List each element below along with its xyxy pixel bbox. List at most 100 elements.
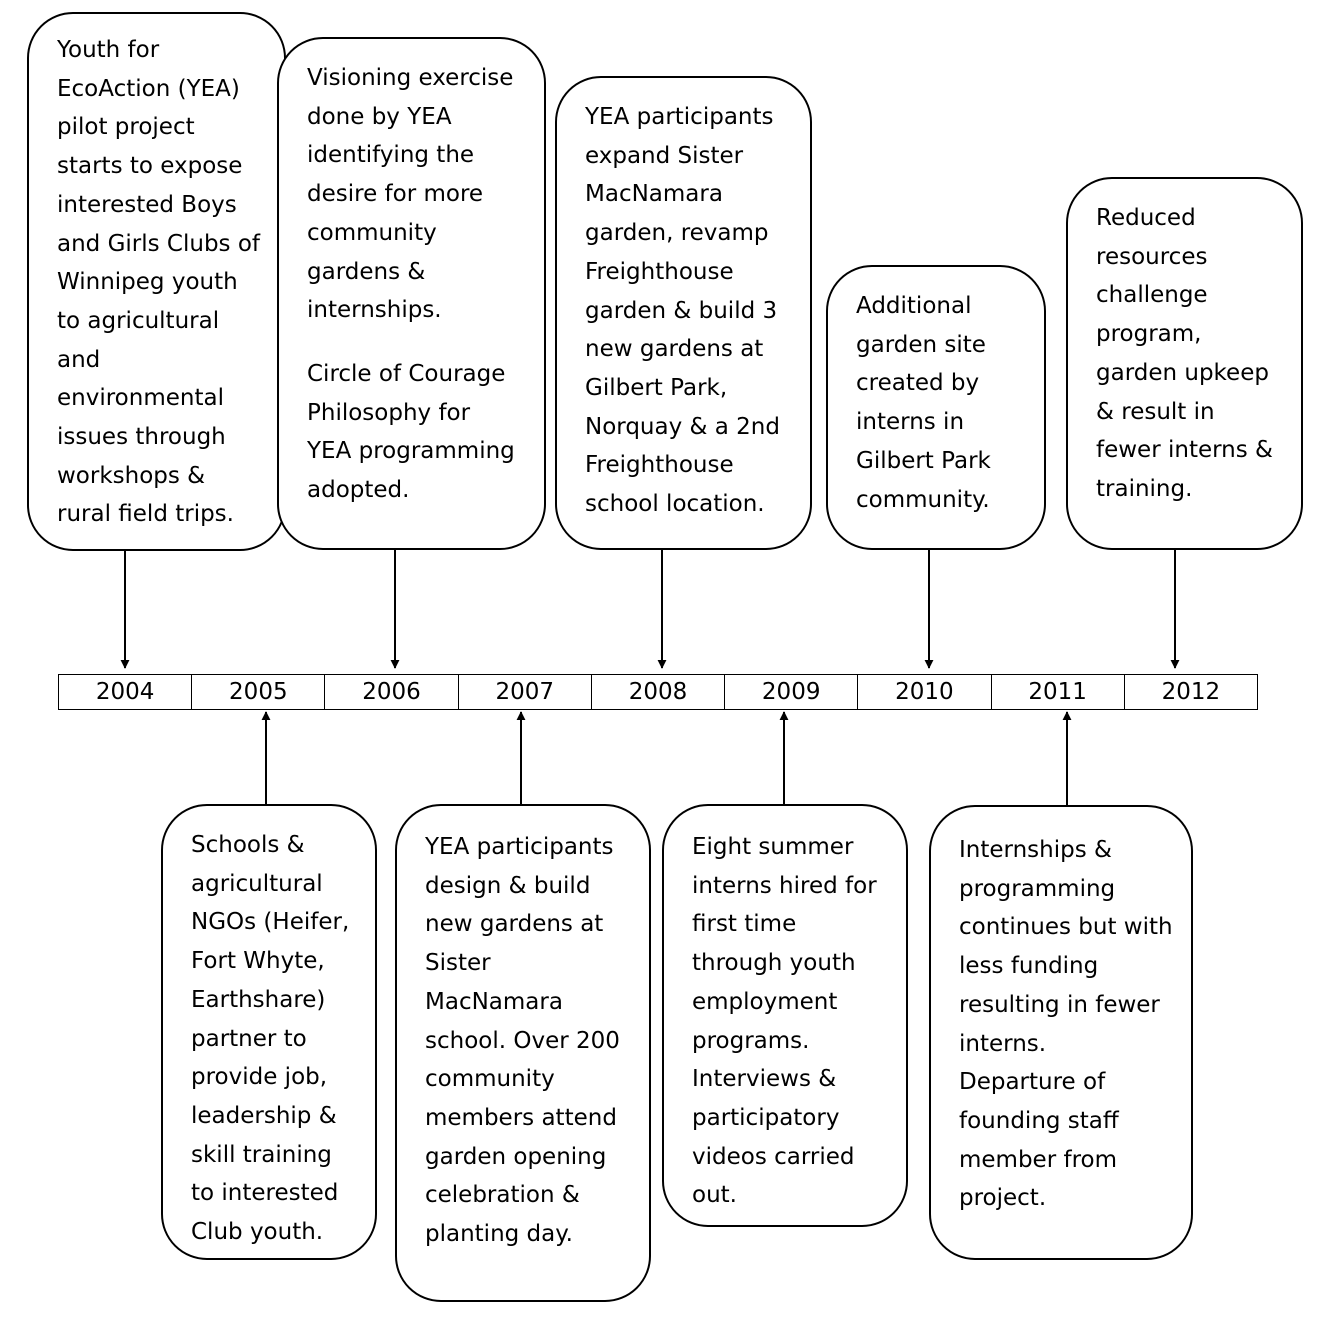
text-line: challenge bbox=[1096, 282, 1208, 309]
text-line: Circle of Courage bbox=[307, 360, 506, 387]
text-line: Youth for bbox=[57, 37, 160, 63]
text-line: Philosophy for bbox=[307, 399, 471, 426]
text-line: out. bbox=[692, 1182, 737, 1209]
text-line: Reduced bbox=[1096, 205, 1196, 231]
year-2007: 2007 bbox=[459, 675, 592, 709]
text-line: garden site bbox=[856, 331, 986, 358]
text-line: Visioning exercise bbox=[307, 65, 514, 91]
text-line: Additional bbox=[856, 293, 972, 319]
text-line: programs. bbox=[692, 1027, 810, 1054]
text-line: employment bbox=[692, 988, 838, 1015]
text-line: YEA participants bbox=[585, 104, 774, 130]
text-line: Sister bbox=[425, 950, 491, 977]
text-line: garden opening bbox=[425, 1143, 607, 1170]
text-line: fewer interns & bbox=[1096, 437, 1273, 464]
text-line: gardens & bbox=[307, 258, 426, 285]
year-2010: 2010 bbox=[858, 675, 992, 709]
text-line: member from bbox=[959, 1146, 1118, 1173]
text-line: MacNamara bbox=[585, 181, 723, 208]
text-line: Norquay & a 2nd bbox=[585, 413, 780, 440]
text-line: interns. bbox=[959, 1030, 1047, 1057]
year-2009: 2009 bbox=[725, 675, 859, 709]
year-2011: 2011 bbox=[992, 675, 1125, 709]
text-line: Departure of bbox=[959, 1069, 1106, 1096]
text-line: Freighthouse bbox=[585, 452, 734, 479]
text-line: community bbox=[307, 219, 437, 246]
year-2004: 2004 bbox=[59, 675, 193, 709]
text-line: adopted. bbox=[307, 477, 410, 504]
text-line: Internships & bbox=[959, 837, 1112, 863]
text-line: first time bbox=[692, 911, 797, 938]
text-line: founding staff bbox=[959, 1107, 1119, 1134]
text-line: less funding bbox=[959, 953, 1099, 980]
text-line: Eight summer bbox=[692, 834, 854, 860]
text-line: partner to bbox=[191, 1025, 307, 1052]
text-line: continues but with bbox=[959, 914, 1173, 941]
text-line: garden, revamp bbox=[585, 220, 769, 247]
text-line: and Girls Clubs of bbox=[57, 230, 261, 257]
text-line: participatory bbox=[692, 1104, 840, 1131]
text-line: project. bbox=[959, 1185, 1047, 1212]
text-line: Earthshare) bbox=[191, 986, 326, 1013]
text-line: through youth bbox=[692, 950, 856, 977]
text-line: workshops & bbox=[57, 462, 206, 489]
text-line: celebration & bbox=[425, 1182, 580, 1209]
text-line: interns hired for bbox=[692, 872, 877, 899]
text-line: planting day. bbox=[425, 1221, 573, 1248]
text-line: created by bbox=[856, 370, 980, 397]
text-line: to agricultural bbox=[57, 307, 220, 334]
text-line: garden upkeep bbox=[1096, 359, 1269, 386]
text-line: rural field trips. bbox=[57, 501, 234, 528]
text-line: internships. bbox=[307, 297, 442, 324]
text-line: resulting in fewer bbox=[959, 991, 1160, 1018]
text-line: resources bbox=[1096, 243, 1208, 270]
timeline-bar: 2004 2005 2006 2007 2008 2009 2010 2011 … bbox=[58, 674, 1258, 710]
text-line: and bbox=[57, 346, 101, 373]
text-line: & result in bbox=[1096, 398, 1215, 425]
event-2006-text-1: Visioning exercise done by YEA identifying… bbox=[307, 59, 530, 330]
event-2011-box: Internships & programming continues but wi… bbox=[929, 805, 1193, 1260]
event-2009-text: Eight summer interns hired for first time t… bbox=[692, 828, 892, 1215]
text-line: design & build bbox=[425, 872, 591, 899]
text-line: Gilbert Park bbox=[856, 447, 991, 474]
text-line: identifying the bbox=[307, 142, 475, 169]
event-2009-box: Eight summer interns hired for first time t… bbox=[662, 804, 908, 1227]
text-line: Gilbert Park, bbox=[585, 374, 728, 401]
text-line: expand Sister bbox=[585, 142, 744, 169]
event-2012-text: Reduced resources challenge program, garden … bbox=[1096, 199, 1287, 509]
text-line: environmental bbox=[57, 385, 224, 412]
text-line: school location. bbox=[585, 491, 765, 518]
text-line: Club youth. bbox=[191, 1219, 324, 1246]
text-line: program, bbox=[1096, 321, 1202, 348]
text-line: Freighthouse bbox=[585, 258, 734, 285]
text-line: pilot project bbox=[57, 114, 195, 141]
text-line: to interested bbox=[191, 1180, 339, 1207]
text-line: videos carried bbox=[692, 1143, 855, 1170]
text-line: programming bbox=[959, 875, 1116, 902]
text-line: interested Boys bbox=[57, 191, 237, 218]
text-line: starts to expose bbox=[57, 153, 243, 180]
text-line: provide job, bbox=[191, 1064, 328, 1091]
text-line: new gardens at bbox=[585, 336, 764, 363]
year-2005: 2005 bbox=[192, 675, 326, 709]
text-line: done by YEA bbox=[307, 103, 452, 130]
year-2006: 2006 bbox=[325, 675, 459, 709]
event-2012-box: Reduced resources challenge program, garden … bbox=[1066, 177, 1303, 550]
text-line: desire for more bbox=[307, 181, 484, 208]
text-line: Interviews & bbox=[692, 1066, 837, 1093]
text-line: Winnipeg youth bbox=[57, 269, 238, 296]
text-line: skill training bbox=[191, 1141, 332, 1168]
text-line: garden & build 3 bbox=[585, 297, 778, 324]
text-line: community. bbox=[856, 486, 990, 513]
text-line: YEA programming bbox=[307, 438, 515, 465]
year-2008: 2008 bbox=[592, 675, 726, 709]
